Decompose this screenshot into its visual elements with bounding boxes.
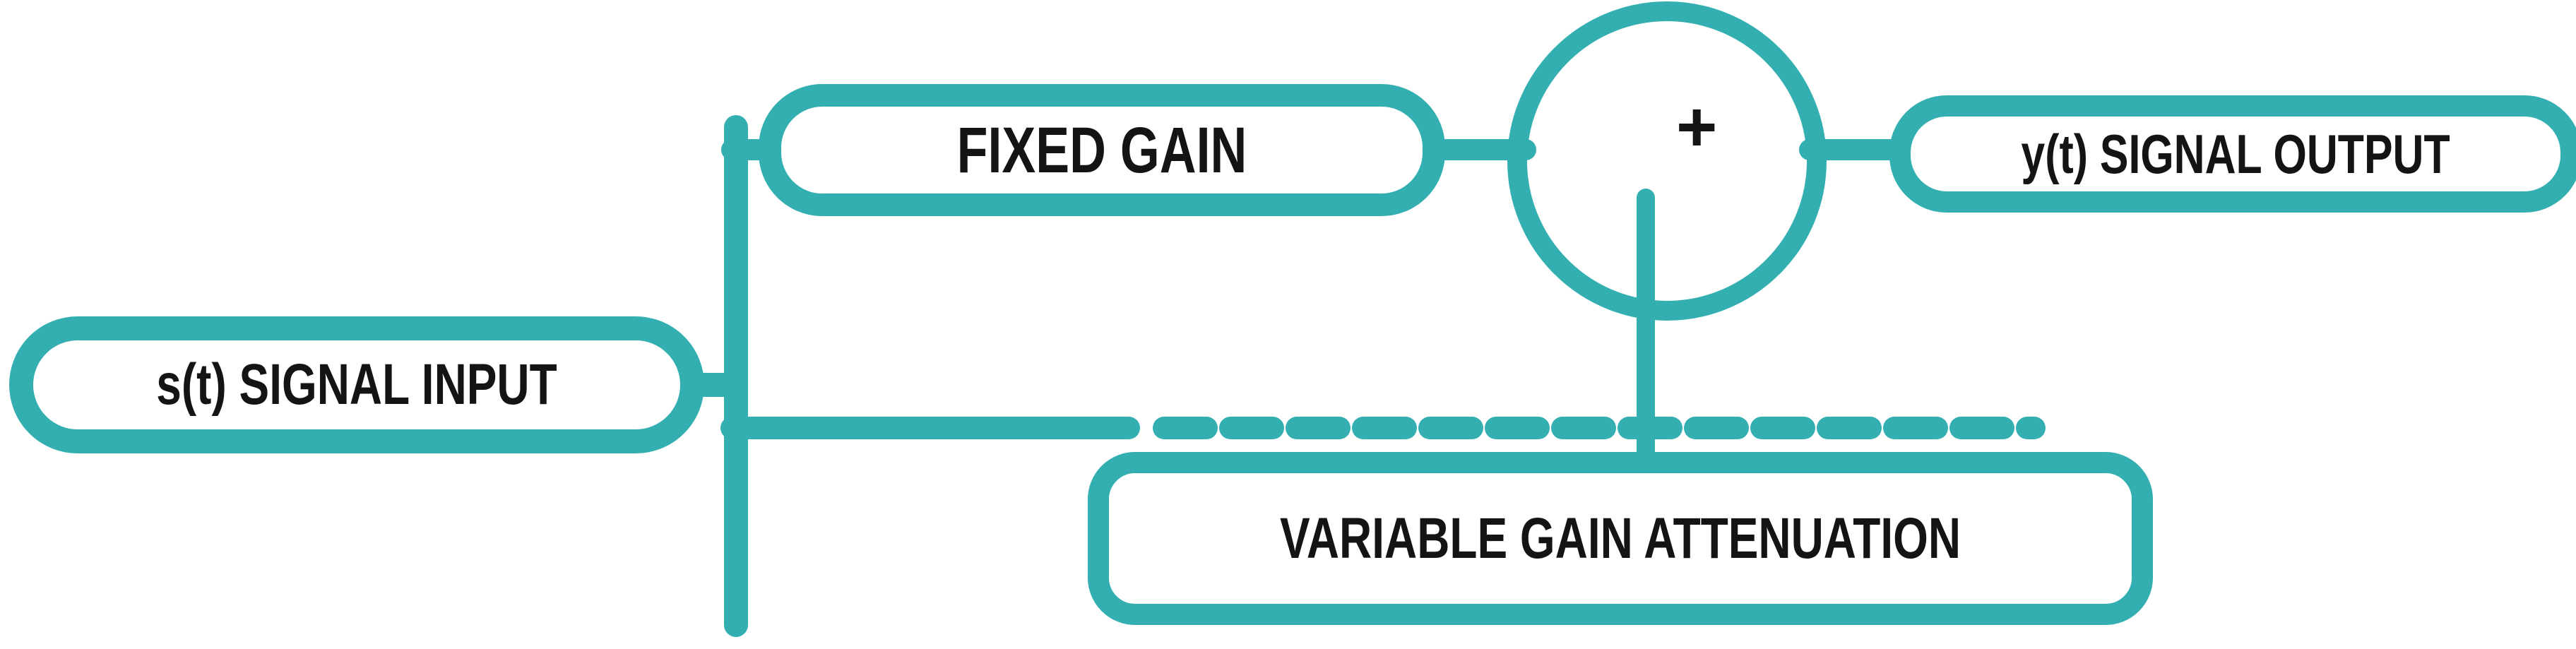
node-fixed-gain-shape[interactable]: [759, 84, 1445, 216]
node-shape-layer: [9, 1, 2576, 625]
wire-layer: [667, 115, 2046, 637]
node-signal-output-shape[interactable]: [1889, 95, 2576, 213]
node-signal-output-label: y(t) SIGNAL OUTPUT: [2021, 123, 2450, 185]
node-summing-junction-shape[interactable]: [1507, 1, 1827, 321]
node-fixed-gain-label: FIXED GAIN: [956, 114, 1247, 186]
node-variable-gain-label: VARIABLE GAIN ATTENUATION: [1279, 506, 1961, 571]
summing-junction-plus-sign: +: [1676, 88, 1718, 167]
node-signal-input-label: s(t) SIGNAL INPUT: [156, 352, 557, 417]
node-signal-input-shape[interactable]: [9, 316, 704, 453]
node-variable-gain-shape[interactable]: [1088, 452, 2153, 625]
